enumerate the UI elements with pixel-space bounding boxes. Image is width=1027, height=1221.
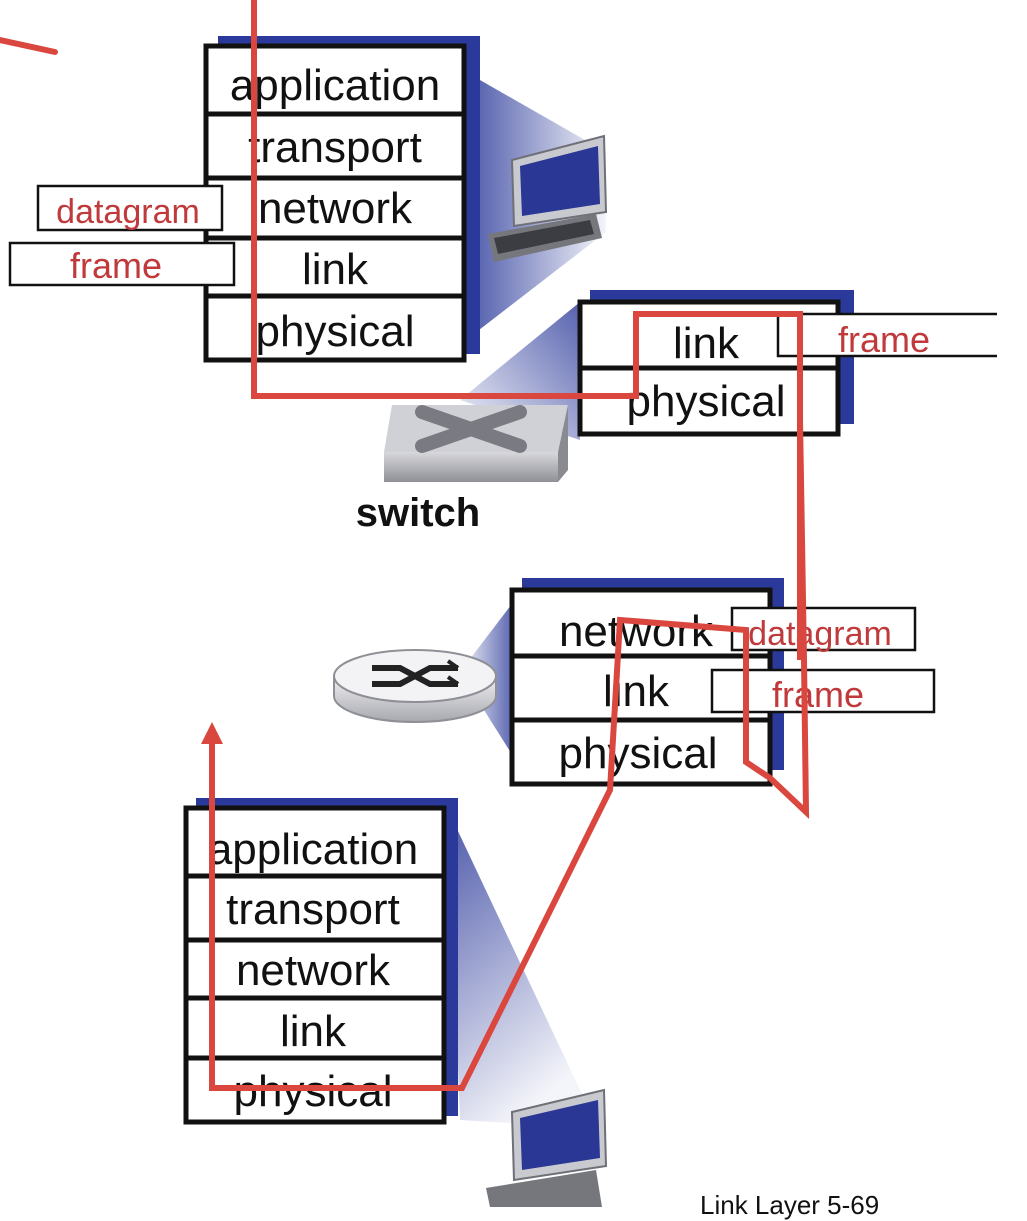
layer-label: physical: [234, 1067, 393, 1116]
layer-label: physical: [256, 307, 415, 356]
router-stack: network link physical: [509, 578, 784, 787]
pdu-label: datagram: [748, 615, 892, 653]
computer-icon: [488, 134, 608, 262]
pdu-label: frame: [838, 319, 930, 360]
data-path: [209, 419, 810, 1091]
layer-label: network: [258, 184, 413, 233]
slide-footer: Link Layer 5-69: [700, 1190, 880, 1220]
pdu-datagram-router: datagram: [730, 606, 917, 653]
host-bottom-stack: application transport network link physi…: [183, 798, 458, 1125]
layer-label: link: [280, 1007, 347, 1056]
path-fragment: [0, 37, 58, 55]
layer-label: physical: [559, 729, 718, 778]
layer-label: application: [230, 61, 440, 110]
pdu-label: frame: [772, 674, 864, 715]
pdu-label: datagram: [56, 193, 200, 231]
computer-icon: [486, 1088, 608, 1207]
layer-label: application: [208, 825, 418, 874]
stack-box: [183, 805, 447, 1125]
switch-icon: [384, 405, 568, 482]
layer-label: transport: [226, 885, 400, 934]
layer-label: network: [559, 607, 714, 656]
data-path: [251, 0, 803, 660]
layer-label: link: [302, 245, 369, 294]
switch-label: switch: [356, 491, 480, 535]
layer-label: transport: [248, 123, 422, 172]
layer-label: physical: [627, 377, 786, 426]
pdu-frame-switch: frame: [776, 312, 997, 360]
pdu-datagram-top: datagram: [36, 184, 224, 232]
layer-label: link: [673, 319, 740, 368]
pdu-frame-top: frame: [8, 241, 236, 287]
pdu-label: frame: [70, 245, 162, 286]
host-top-stack: application transport network link physi…: [203, 36, 480, 363]
layer-label: network: [236, 946, 391, 995]
router-icon: [333, 649, 497, 723]
arrow-head: [201, 722, 223, 744]
